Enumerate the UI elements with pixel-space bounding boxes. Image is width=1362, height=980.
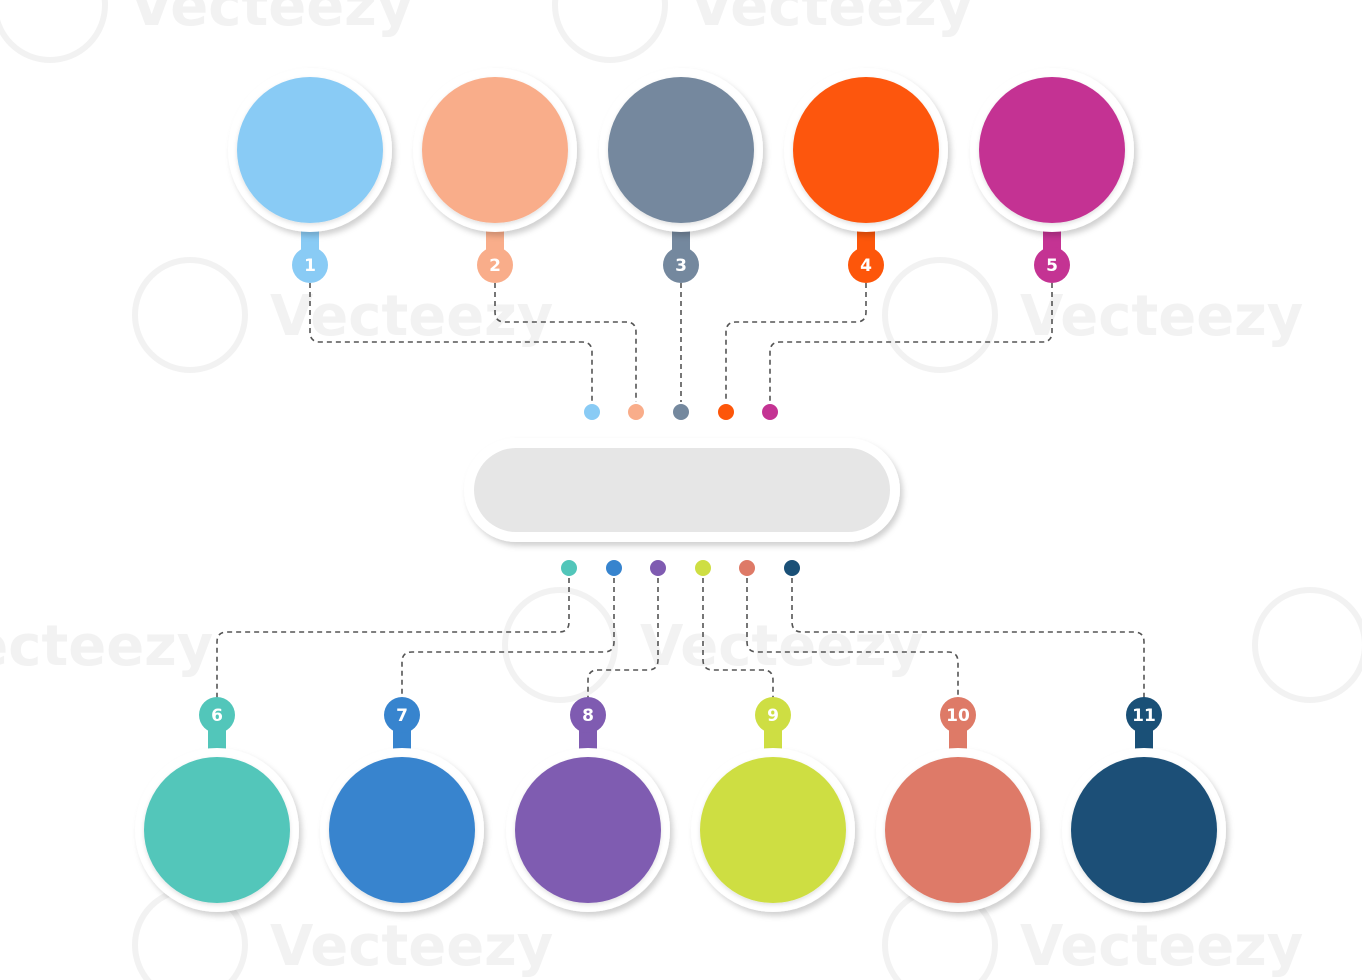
number-badge xyxy=(384,697,420,733)
item-circle-8: 8 xyxy=(506,697,670,912)
item-disc xyxy=(237,77,383,223)
connector-dot-4 xyxy=(718,404,734,420)
number-badge xyxy=(940,697,976,733)
number-badge xyxy=(663,247,699,283)
number-badge xyxy=(477,247,513,283)
item-circle-6: 6 xyxy=(135,697,299,912)
number-label: 5 xyxy=(1046,256,1058,276)
item-circle-9: 9 xyxy=(691,697,855,912)
item-disc xyxy=(1071,757,1217,903)
item-circle-3: 3 xyxy=(599,68,763,283)
svg-text:Vecteezy: Vecteezy xyxy=(0,614,213,679)
number-badge xyxy=(1126,697,1162,733)
watermark: Vecteezy xyxy=(0,614,213,679)
number-badge xyxy=(292,247,328,283)
watermark: Vecteezy xyxy=(502,587,923,703)
connector-line xyxy=(746,578,959,698)
item-circle-10: 10 xyxy=(876,697,1040,912)
number-badge xyxy=(570,697,606,733)
number-badge xyxy=(848,247,884,283)
connector-dot-1 xyxy=(584,404,600,420)
connector-dot-2 xyxy=(628,404,644,420)
number-badge xyxy=(755,697,791,733)
connector-dot-9 xyxy=(695,560,711,576)
item-disc xyxy=(422,77,568,223)
item-disc xyxy=(793,77,939,223)
connector-lines xyxy=(216,283,1145,698)
connector-dot-5 xyxy=(762,404,778,420)
svg-text:Vecteezy: Vecteezy xyxy=(690,0,973,39)
connector-dot-10 xyxy=(739,560,755,576)
connector-dot-8 xyxy=(650,560,666,576)
connector-dot-7 xyxy=(606,560,622,576)
svg-text:Vecteezy: Vecteezy xyxy=(270,914,553,979)
connector-dot-11 xyxy=(784,560,800,576)
item-disc xyxy=(515,757,661,903)
watermark: Vecteezy xyxy=(1252,587,1362,703)
watermark: Vecteezy xyxy=(882,257,1303,373)
connector-line xyxy=(216,578,570,698)
item-disc xyxy=(979,77,1125,223)
svg-text:Vecteezy: Vecteezy xyxy=(1020,284,1303,349)
number-badge xyxy=(199,697,235,733)
watermark: Vecteezy xyxy=(552,0,973,63)
item-circle-1: 1 xyxy=(228,68,392,283)
item-circle-2: 2 xyxy=(413,68,577,283)
connector-dots xyxy=(561,404,800,576)
connector-dot-3 xyxy=(673,404,689,420)
number-label: 7 xyxy=(396,706,408,726)
item-disc xyxy=(608,77,754,223)
number-label: 3 xyxy=(675,256,687,276)
number-label: 2 xyxy=(489,256,501,276)
svg-text:Vecteezy: Vecteezy xyxy=(1020,914,1303,979)
number-badge xyxy=(1034,247,1070,283)
number-label: 9 xyxy=(767,706,779,726)
number-label: 4 xyxy=(860,256,872,276)
item-circle-11: 11 xyxy=(1062,697,1226,912)
item-disc xyxy=(700,757,846,903)
watermark: Vecteezy xyxy=(0,0,413,63)
number-label: 11 xyxy=(1132,706,1156,726)
connector-line xyxy=(769,283,1053,402)
number-label: 1 xyxy=(304,256,316,276)
number-label: 6 xyxy=(211,706,223,726)
svg-text:Vecteezy: Vecteezy xyxy=(130,0,413,39)
item-disc xyxy=(329,757,475,903)
center-box xyxy=(464,438,900,542)
watermark: Vecteezy xyxy=(132,887,553,980)
number-label: 8 xyxy=(582,706,594,726)
item-circle-7: 7 xyxy=(320,697,484,912)
item-disc xyxy=(144,757,290,903)
item-disc xyxy=(885,757,1031,903)
item-circle-4: 4 xyxy=(784,68,948,283)
connector-dot-6 xyxy=(561,560,577,576)
numbered-circles: 1 2 3 4 5 6 7 8 9 10 11 xyxy=(135,68,1226,912)
watermark: Vecteezy xyxy=(132,257,553,373)
svg-text:Vecteezy: Vecteezy xyxy=(640,614,923,679)
number-label: 10 xyxy=(946,706,970,726)
svg-text:Vecteezy: Vecteezy xyxy=(270,284,553,349)
item-circle-5: 5 xyxy=(970,68,1134,283)
connector-line xyxy=(791,578,1145,698)
